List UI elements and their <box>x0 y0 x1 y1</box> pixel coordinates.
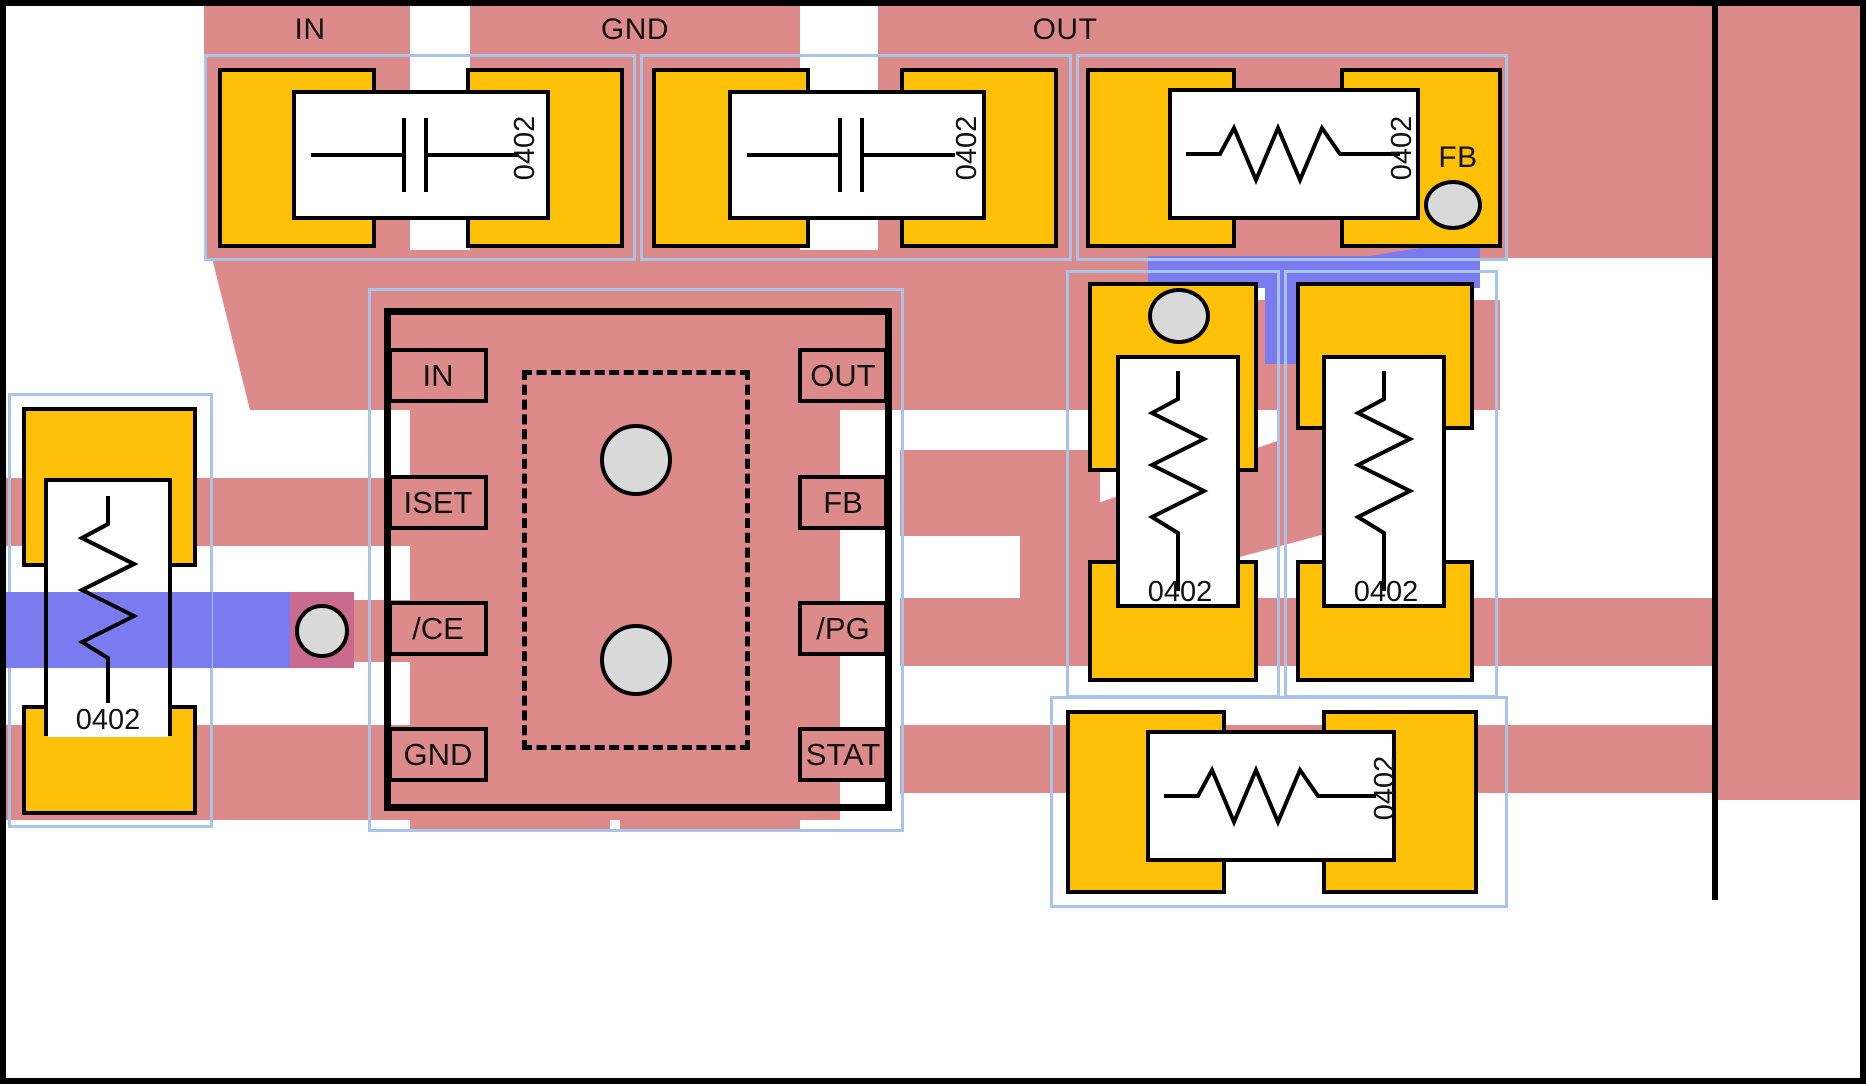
refdes-c-in: 0402 <box>508 115 541 181</box>
ic-pin-in[interactable]: IN <box>388 348 488 403</box>
resistor-icon <box>1164 764 1376 828</box>
silkscreen-r-stat <box>1146 730 1396 862</box>
ic-pin-fb[interactable]: FB <box>798 475 888 530</box>
resistor-icon <box>1147 371 1209 591</box>
ic-thermal-pad[interactable] <box>522 370 750 750</box>
refdes-r-iset-text: 0402 <box>48 703 168 737</box>
courtyard-r-out[interactable] <box>1076 54 1508 261</box>
resistor-icon <box>1353 371 1415 591</box>
silkscreen-r-fb2 <box>1322 355 1446 608</box>
ic-pin-iset[interactable]: ISET <box>388 475 488 530</box>
resistor-icon <box>77 496 139 718</box>
silkscreen-r-iset-overlay <box>44 478 172 736</box>
refdes-c-gnd: 0402 <box>950 115 983 181</box>
ic-pin-ce[interactable]: /CE <box>388 601 488 656</box>
silkscreen-c-gnd <box>728 90 986 220</box>
ic-pin-out[interactable]: OUT <box>798 348 888 403</box>
refdes-r-stat: 0402 <box>1368 755 1401 821</box>
copper-bottom-fb-taper <box>1370 238 1480 288</box>
silkscreen-r-fb1 <box>1116 355 1240 608</box>
ic-pin-stat[interactable]: STAT <box>798 727 888 782</box>
courtyard-c-in[interactable] <box>204 54 636 261</box>
ic-pin-gnd[interactable]: GND <box>388 727 488 782</box>
net-label-out: OUT <box>1032 13 1098 46</box>
board-outline-right-inner <box>1712 0 1718 900</box>
net-label-in: IN <box>294 13 326 46</box>
copper-right-edge-notch <box>1770 300 1866 800</box>
ic-outline[interactable] <box>384 308 892 811</box>
capacitor-icon <box>311 118 519 192</box>
via-fb-divider[interactable] <box>1148 288 1210 344</box>
courtyard-c-gnd[interactable] <box>640 54 1072 261</box>
courtyard-ic[interactable] <box>368 288 904 832</box>
refdes-r-fb1: 0402 <box>1147 575 1213 608</box>
resistor-icon <box>1186 122 1400 186</box>
via-fb-top[interactable] <box>1424 180 1482 230</box>
refdes-r-out: 0402 <box>1385 115 1418 181</box>
capacitor-icon <box>747 118 955 192</box>
via-thermal-2[interactable] <box>600 624 672 696</box>
courtyard-r-stat[interactable] <box>1050 696 1508 908</box>
net-label-gnd: GND <box>600 13 670 46</box>
silkscreen-c-in <box>292 90 550 220</box>
copper-zone-top-far-right <box>1508 0 1718 258</box>
ic-pin-pg[interactable]: /PG <box>798 601 888 656</box>
via-iset[interactable] <box>295 604 349 658</box>
silkscreen-r-out <box>1168 88 1420 220</box>
net-label-fb-top: FB <box>1438 141 1478 174</box>
refdes-r-fb2: 0402 <box>1353 575 1419 608</box>
via-thermal-1[interactable] <box>600 424 672 496</box>
